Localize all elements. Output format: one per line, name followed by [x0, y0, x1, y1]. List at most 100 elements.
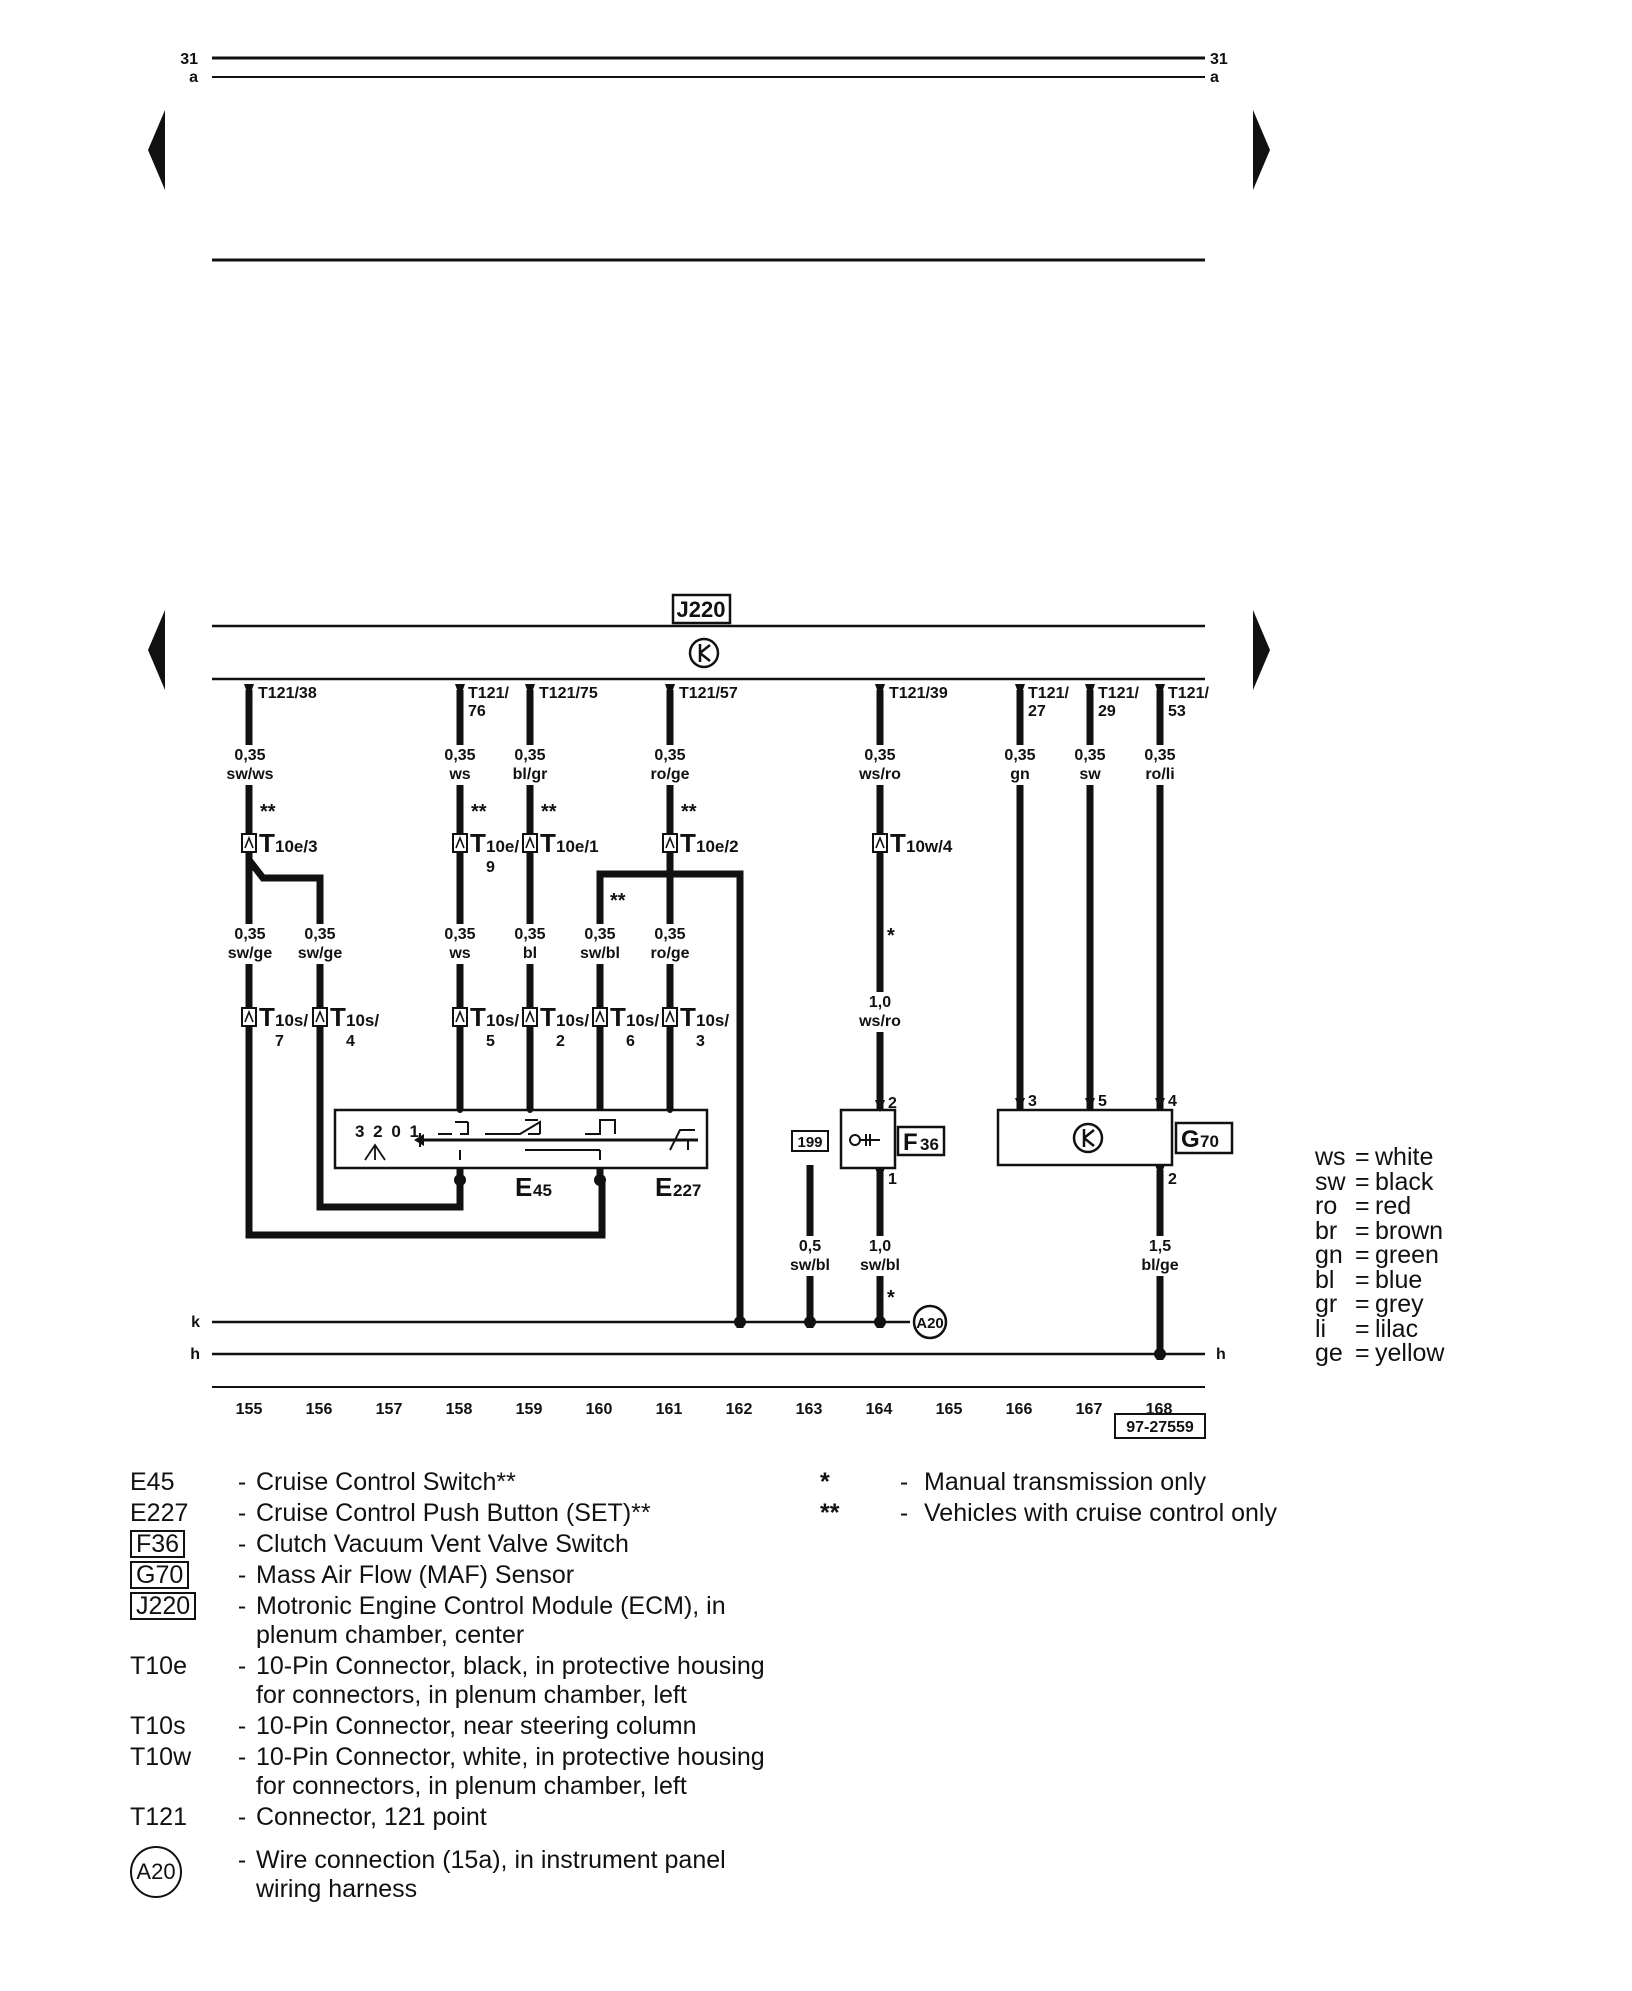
top-left-num: 31 [180, 51, 198, 68]
key-item-e227: E227-Cruise Control Push Button (SET)** [130, 1499, 651, 1527]
legend-code: ro [1315, 1192, 1338, 1220]
pin-arrow [1085, 1098, 1095, 1110]
pin-t121-27: T121/ [1028, 685, 1069, 702]
svg-text:ro/ge: ro/ge [650, 766, 689, 783]
connector-t10e-9: T 10e/ 9 [452, 828, 519, 876]
svg-text:sw/ws: sw/ws [226, 766, 273, 783]
footnote-desc: Vehicles with cruise control only [924, 1499, 1277, 1527]
svg-text:sw/bl: sw/bl [860, 1257, 900, 1274]
prev-page-arrow-icon[interactable] [148, 110, 165, 190]
pin-t121-57: T121/57 [679, 685, 738, 702]
pin-arrow [875, 1100, 885, 1112]
double-star: ** [681, 801, 697, 823]
switch-lever-icon [364, 1143, 386, 1161]
svg-text:10e/2: 10e/2 [696, 837, 739, 856]
legend-code: gn [1315, 1241, 1343, 1269]
svg-text:1,0: 1,0 [869, 994, 891, 1011]
footnotes: *-Manual transmission only **-Vehicles wi… [820, 1468, 1340, 1530]
pin-arrow [1155, 1098, 1165, 1110]
pin-t121-76-num: 76 [468, 703, 486, 720]
e45-label-sub: 45 [533, 1181, 552, 1200]
connector-t10s-7: T 10s/ 7 [241, 1002, 308, 1050]
pin-arrow [1155, 1165, 1165, 1177]
connector-t10s-4: T 10s/ 4 [312, 1002, 379, 1050]
svg-text:0,35: 0,35 [444, 926, 475, 943]
key-item-t10s: T10s-10-Pin Connector, near steering col… [130, 1712, 697, 1740]
legend-name: lilac [1375, 1314, 1419, 1343]
svg-text:T: T [330, 1002, 346, 1032]
bus-h-label: h [190, 1346, 200, 1363]
svg-text:0,35: 0,35 [514, 747, 545, 764]
pin-arrow [1155, 684, 1165, 698]
key-item-j220: J220-Motronic Engine Control Module (ECM… [130, 1592, 790, 1650]
switch-contacts [505, 1119, 616, 1135]
svg-text:0,35: 0,35 [654, 926, 685, 943]
legend-row: ge=yellow [1315, 1339, 1445, 1367]
junction-dot [457, 1107, 463, 1113]
prev-page-arrow-icon[interactable] [148, 610, 165, 690]
wire-spec: 1,0ws/ro [854, 992, 906, 1032]
vacuum-switch-icon [860, 1134, 880, 1146]
svg-text:10s/: 10s/ [486, 1011, 519, 1030]
svg-text:10e/3: 10e/3 [275, 837, 318, 856]
single-star: * [887, 925, 895, 947]
svg-text:0,35: 0,35 [1004, 747, 1035, 764]
next-page-arrow-icon[interactable] [1253, 610, 1270, 690]
pin-t121-39: T121/39 [889, 685, 948, 702]
junction-dot [454, 1174, 466, 1186]
footnote-code: * [820, 1468, 830, 1496]
footnote-code: ** [820, 1499, 840, 1527]
svg-text:ro/li: ro/li [1145, 766, 1174, 783]
track-number: 165 [936, 1401, 963, 1418]
svg-text:T: T [470, 828, 486, 858]
footnote-item: *-Manual transmission only [820, 1468, 1207, 1496]
junction-dot [1154, 1348, 1166, 1360]
legend-code: gr [1315, 1290, 1338, 1318]
ecm-label-box [671, 593, 732, 625]
svg-text:1,5: 1,5 [1149, 1238, 1171, 1255]
track-number: 157 [376, 1401, 403, 1418]
svg-text:T: T [680, 1002, 696, 1032]
svg-text:1: 1 [888, 1171, 897, 1188]
next-page-arrow-icon[interactable] [1253, 110, 1270, 190]
ref-199: 199 [791, 1130, 829, 1152]
svg-text:T: T [540, 1002, 556, 1032]
svg-text:5: 5 [1098, 1093, 1107, 1110]
switch-contacts [455, 1119, 538, 1123]
pin-t121-27-num: 27 [1028, 703, 1046, 720]
junction-dot [527, 1107, 533, 1113]
legend-name: red [1375, 1192, 1412, 1220]
svg-text:10s/: 10s/ [556, 1011, 589, 1030]
g70-transistor-icon [1072, 1122, 1104, 1154]
svg-text:2: 2 [888, 1095, 897, 1112]
pin-t121-76: T121/ [468, 685, 509, 702]
bus-k-label: k [191, 1314, 200, 1331]
pin-arrow [875, 684, 885, 698]
svg-text:2: 2 [556, 1033, 565, 1050]
svg-text:T: T [680, 828, 696, 858]
svg-text:5: 5 [486, 1033, 495, 1050]
svg-text:gn: gn [1010, 766, 1030, 783]
top-left-sub: a [189, 69, 198, 86]
ecm-transistor-icon [688, 637, 720, 669]
svg-text:4: 4 [1168, 1093, 1177, 1110]
legend-row: sw=black [1315, 1167, 1434, 1196]
legend-name: white [1375, 1143, 1434, 1171]
pin-t121-53: T121/ [1168, 685, 1209, 702]
g70-maf-sensor: G 70 3 5 4 2 [996, 1093, 1234, 1188]
pin-arrow [1085, 684, 1095, 698]
legend-code: li [1315, 1314, 1327, 1343]
legend-row: ro=red [1315, 1192, 1412, 1220]
wire-spec: 1,5 bl/ge [1134, 1236, 1186, 1276]
legend-row: li=lilac [1315, 1314, 1419, 1343]
track-number: 156 [306, 1401, 333, 1418]
svg-text:bl/ge: bl/ge [1141, 1257, 1178, 1274]
key-item-g70: G70-Mass Air Flow (MAF) Sensor [130, 1561, 790, 1590]
footnote-item: **-Vehicles with cruise control only [820, 1499, 1277, 1527]
pin-t121-53-num: 53 [1168, 703, 1186, 720]
double-star: ** [610, 890, 626, 912]
